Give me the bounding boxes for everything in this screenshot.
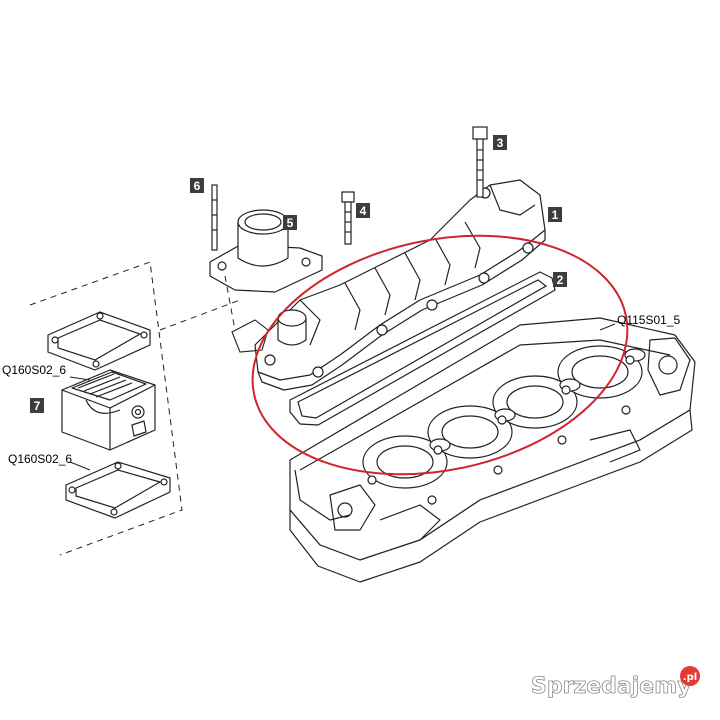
heater-module: [61, 369, 156, 451]
ref-label-q160s02-lower: Q160S02_6: [8, 452, 72, 466]
assembly-dashed-lines: [29, 261, 241, 556]
connector-gasket: [231, 319, 269, 353]
watermark-badge: [680, 666, 700, 686]
ref-label-q115s01: Q115S01_5: [617, 313, 680, 327]
watermark-suffix: .pl: [683, 672, 697, 683]
stud-6: [211, 184, 218, 251]
cylinder-chambers: [362, 345, 646, 489]
lower-plate-gasket: [65, 461, 171, 519]
bolt-4: [341, 191, 355, 245]
valve-cover-ribs: [299, 184, 536, 346]
highlight-ellipse: [251, 234, 629, 476]
callout-4: 4: [356, 203, 370, 218]
callout-5-label: 5: [287, 216, 294, 230]
ref-label-q160s02-upper: Q160S02_6: [2, 363, 66, 377]
callout-3: 3: [493, 135, 507, 150]
callout-4-label: 4: [360, 204, 367, 218]
inlet-connector: [209, 209, 323, 293]
bolt-3: [472, 126, 488, 198]
callout-7: 7: [30, 398, 44, 413]
callout-6: 6: [190, 178, 204, 193]
oil-filler-neck: [277, 309, 307, 346]
cylinder-head: [289, 317, 696, 583]
callout-3-label: 3: [497, 136, 504, 150]
callout-5: 5: [283, 215, 297, 230]
watermark: Sprzedajemy .pl: [531, 666, 700, 699]
leader-lines: [69, 323, 616, 471]
head-bolt-bosses: [367, 355, 635, 505]
callout-1-label: 1: [552, 208, 559, 222]
upper-plate-gasket: [47, 311, 151, 371]
callout-6-label: 6: [194, 179, 201, 193]
callout-1: 1: [548, 207, 562, 222]
valve-cover-gasket: [289, 271, 556, 426]
callout-7-label: 7: [34, 399, 41, 413]
callout-2: 2: [553, 272, 567, 287]
callout-2-label: 2: [557, 273, 564, 287]
watermark-text: Sprzedajemy: [531, 674, 692, 699]
valve-cover-bosses: [264, 187, 534, 378]
valve-cover: [254, 179, 546, 391]
head-front-details: [294, 337, 691, 541]
